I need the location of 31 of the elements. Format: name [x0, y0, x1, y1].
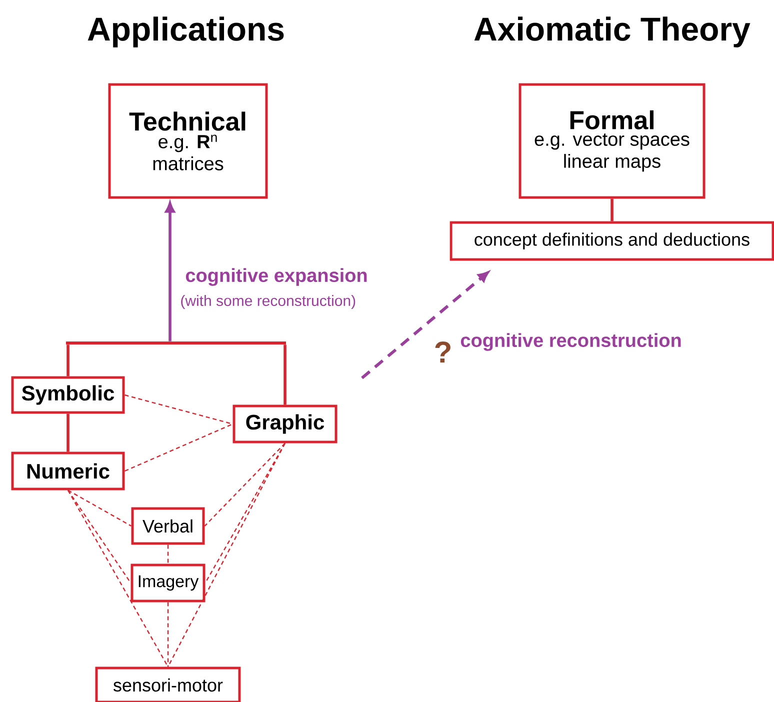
dashed-line [68, 490, 132, 527]
arrow [165, 202, 175, 342]
label-box: Verbal [131, 507, 205, 545]
dashed-line [124, 394, 233, 425]
edge-sublabel: (with some reconstruction) [181, 295, 356, 309]
concept-box: Technical e.g. R$^{n}$ matrices [108, 83, 268, 199]
label-box: Imagery [130, 564, 206, 602]
label-box: Symbolic [11, 376, 125, 414]
bracket-bar [66, 342, 286, 344]
edge-label: cognitive expansion [184, 267, 369, 287]
dashed-line [167, 602, 169, 667]
connector-line [284, 344, 286, 405]
connector-line [66, 414, 70, 452]
question-mark: ? [435, 342, 450, 362]
dashed-line [204, 442, 286, 526]
label-box: concept definitions and deductions [450, 221, 774, 261]
dashed-line [67, 490, 169, 668]
dashed-line [68, 490, 132, 584]
concept-box: Formal e.g. vector spaces linear maps [518, 83, 706, 199]
dashed-line [204, 442, 286, 584]
dashed-line [167, 544, 169, 564]
label-box: sensori-motor [95, 666, 241, 702]
title-heading: Axiomatic Theory [474, 16, 750, 48]
connector-line [66, 344, 70, 376]
title-heading: Applications [88, 16, 284, 48]
connector-line [610, 198, 614, 222]
arrow [361, 272, 489, 380]
label-box: Graphic [232, 404, 338, 444]
dashed-line [124, 423, 233, 472]
label-box: Numeric [11, 452, 125, 490]
edge-label: cognitive reconstruction [459, 332, 683, 352]
